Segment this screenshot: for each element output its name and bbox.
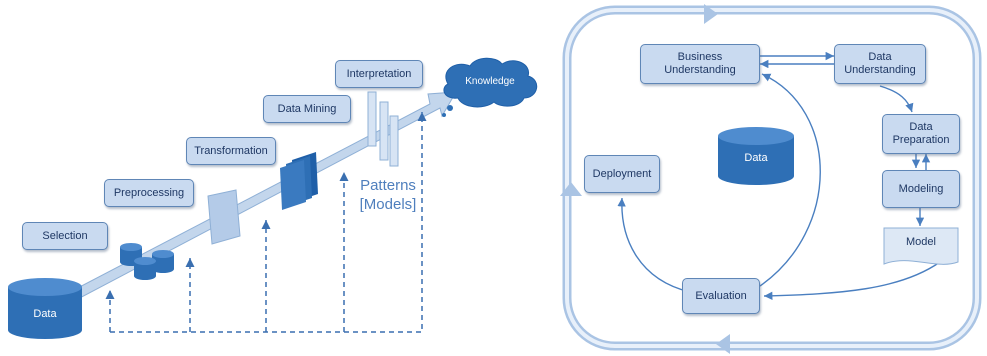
crisp-outer-cycle [560, 4, 982, 354]
data-understanding-box: Data Understanding [834, 44, 926, 84]
evaluation-box: Evaluation [682, 278, 760, 314]
kdd-data-label: Data [33, 308, 57, 320]
model-document [883, 227, 959, 265]
crisp-arrows [617, 51, 941, 300]
selection-box: Selection [22, 222, 108, 250]
selected-data-cylinders [120, 243, 174, 280]
preprocessing-box: Preprocessing [104, 179, 194, 207]
crisp-data-label: Data [744, 152, 768, 164]
transformation-label: Transformation [194, 144, 268, 157]
modeling-label: Modeling [898, 182, 944, 195]
preprocessing-label: Preprocessing [113, 186, 185, 199]
data-mining-label: Data Mining [277, 102, 337, 115]
interpretation-label: Interpretation [346, 67, 412, 80]
kdd-feedback-lines [105, 112, 427, 333]
model-label: Model [906, 236, 936, 248]
business-understanding-label: Business Understanding [664, 51, 736, 76]
data-preparation-box: Data Preparation [882, 114, 960, 154]
interpretation-box: Interpretation [335, 60, 423, 88]
selection-label: Selection [42, 229, 88, 242]
patterns-bars [367, 91, 399, 167]
data-mining-box: Data Mining [263, 95, 351, 123]
crisp-data-cylinder [718, 127, 794, 185]
data-preparation-label: Data Preparation [892, 121, 950, 146]
deployment-box: Deployment [584, 155, 660, 193]
modeling-box: Modeling [882, 170, 960, 208]
knowledge-cloud [442, 57, 538, 117]
transformation-box: Transformation [186, 137, 276, 165]
business-understanding-box: Business Understanding [640, 44, 760, 84]
knowledge-label: Knowledge [465, 76, 515, 87]
kdd-data-cylinder [8, 278, 82, 339]
evaluation-label: Evaluation [695, 289, 747, 302]
patterns-line2: [Models] [359, 196, 417, 213]
transformed-data-stack [280, 152, 318, 210]
patterns-line1: Patterns [360, 177, 416, 194]
preprocessed-data-sheet [207, 189, 241, 245]
deployment-label: Deployment [592, 167, 652, 180]
patterns-label: Patterns [Models] [350, 176, 426, 214]
data-understanding-label: Data Understanding [844, 51, 916, 76]
